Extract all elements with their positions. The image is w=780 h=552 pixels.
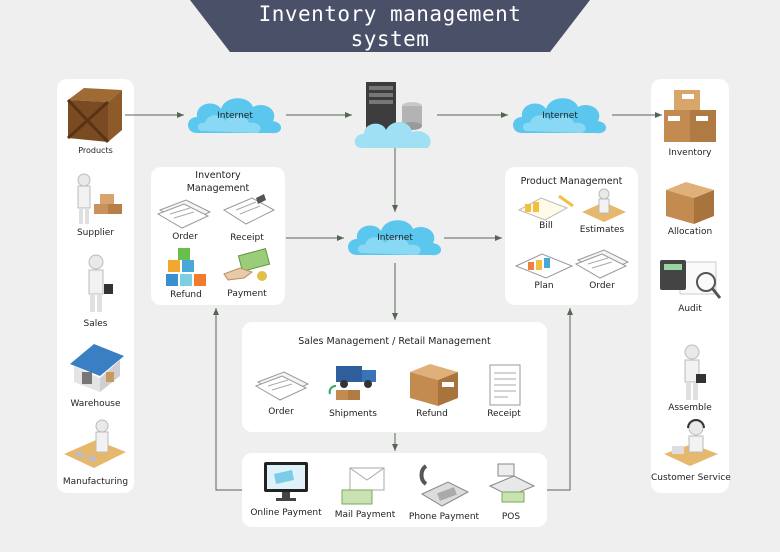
assemble-person-icon <box>684 344 706 400</box>
inventory-item-refund: Refund <box>170 290 202 300</box>
inventory-title-line-2: Management <box>186 183 250 194</box>
inventory-title-line-1: Inventory <box>195 170 241 181</box>
internet-left-label: Internet <box>217 111 253 121</box>
blocks-icon <box>166 248 206 286</box>
inventory-item-order: Order <box>172 232 198 242</box>
receipt-icon <box>489 364 521 406</box>
product-management-panel <box>505 167 638 305</box>
pos-icon <box>488 463 536 503</box>
estimates-icon <box>582 188 626 222</box>
cardboard-box-icon <box>410 364 458 406</box>
internet-cloud-right <box>513 98 607 134</box>
receipt-icon <box>222 194 276 225</box>
truck-icon <box>328 366 376 400</box>
sales-panel-title: Sales Management / Retail Management <box>298 336 491 347</box>
product-item-estimates: Estimates <box>579 225 625 235</box>
supplier-person-icon <box>77 173 122 224</box>
inventory-panel-title: Inventory Management <box>151 169 285 195</box>
payment-item-mail-payment: Mail Payment <box>334 510 396 520</box>
product-item-bill: Bill <box>539 221 553 231</box>
left-item-manufacturing: Manufacturing <box>62 477 129 487</box>
documents-icon <box>574 249 630 279</box>
internet-cloud-left <box>188 98 282 134</box>
internet-cloud-center <box>348 220 442 256</box>
title-line-1: Inventory management <box>258 2 522 26</box>
payment-item-online-payment: Online Payment <box>250 508 322 518</box>
right-item-assemble: Assemble <box>668 403 712 413</box>
product-panel-title: Product Management <box>520 176 623 187</box>
page-title: Inventory management system <box>190 2 590 52</box>
wooden-crate-icon <box>66 88 122 144</box>
documents-icon <box>254 371 310 401</box>
server-cloud-icon <box>354 82 431 148</box>
left-item-warehouse: Warehouse <box>70 399 121 409</box>
right-item-allocation: Allocation <box>667 227 713 237</box>
stacked-boxes-icon <box>664 90 716 142</box>
sales-item-receipt: Receipt <box>487 409 521 419</box>
monitor-icon <box>264 462 308 501</box>
right-item-audit: Audit <box>678 304 702 314</box>
cardboard-box-icon <box>666 182 714 224</box>
calculator-magnifier-icon <box>660 260 722 299</box>
left-item-products: Products <box>78 146 113 155</box>
phone-icon <box>419 464 470 507</box>
payment-hand-icon <box>223 248 271 281</box>
bill-icon <box>517 194 574 221</box>
sales-item-order: Order <box>268 407 294 417</box>
inventory-item-payment: Payment <box>227 289 267 299</box>
customer-service-icon <box>664 419 718 466</box>
internet-center-label: Internet <box>377 233 413 243</box>
plan-icon <box>514 253 574 279</box>
envelope-icon <box>341 467 385 505</box>
documents-icon <box>156 199 212 229</box>
title-line-2: system <box>350 27 430 51</box>
right-item-customer-service: Customer Service <box>651 473 731 483</box>
sales-item-refund: Refund <box>416 409 448 419</box>
payment-item-pos: POS <box>501 512 521 522</box>
internet-right-label: Internet <box>542 111 578 121</box>
product-item-plan: Plan <box>534 281 554 291</box>
left-item-sales: Sales <box>83 319 108 329</box>
title-banner <box>190 0 590 52</box>
warehouse-icon <box>70 344 124 392</box>
manufacturing-icon <box>64 419 126 468</box>
inventory-item-receipt: Receipt <box>230 233 264 243</box>
sales-item-shipments: Shipments <box>329 409 377 419</box>
sales-person-icon <box>88 254 113 312</box>
payment-item-phone-payment: Phone Payment <box>408 512 480 522</box>
right-item-inventory: Inventory <box>668 148 712 158</box>
product-item-order: Order <box>589 281 615 291</box>
left-item-supplier: Supplier <box>76 228 115 238</box>
